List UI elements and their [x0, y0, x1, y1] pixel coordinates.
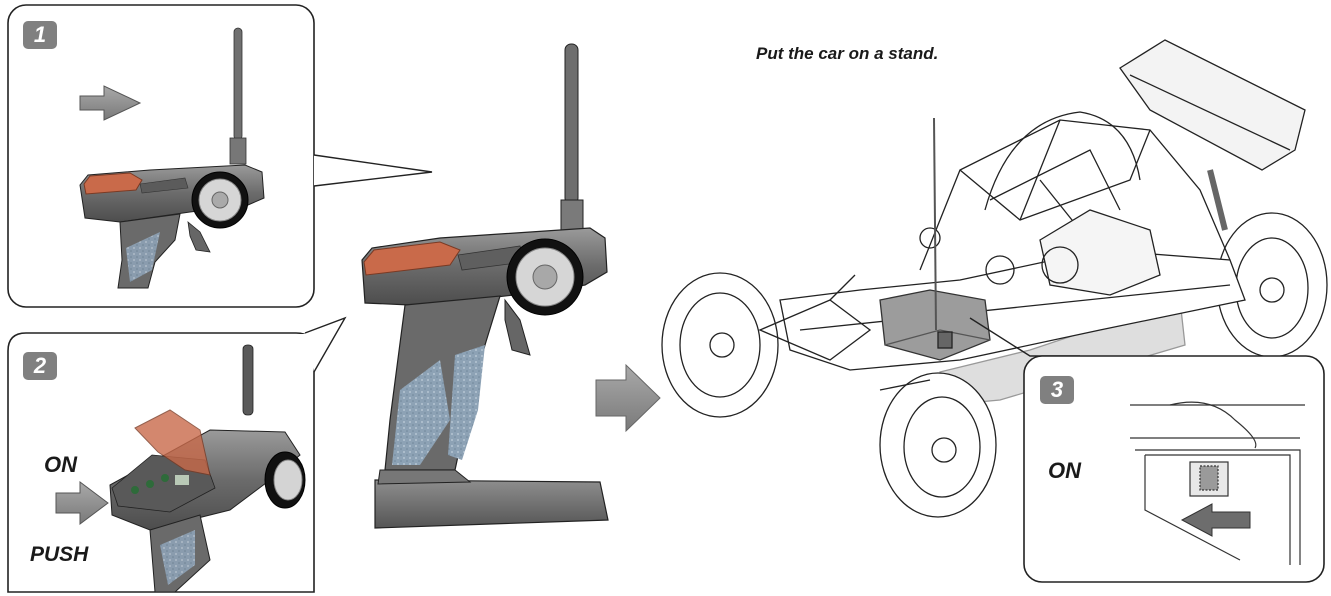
antenna-icon: [233, 27, 243, 141]
step-2-badge: 2: [23, 352, 57, 380]
switch-detail: [1130, 401, 1305, 565]
step-3-on-label: ON: [1048, 458, 1081, 483]
battery-cover-large-icon: [363, 241, 461, 276]
next-step-arrow-icon: [595, 363, 661, 433]
panel-3: [969, 317, 1325, 583]
panel-2-callout: [304, 316, 347, 373]
car-antenna-icon: [933, 117, 937, 331]
panel-1-callout: [313, 154, 433, 187]
panel-2: [7, 316, 347, 593]
step-2-on-label: ON: [44, 452, 77, 477]
switch-slider-icon: [1199, 465, 1219, 491]
open-battery-cover-icon: [134, 409, 211, 476]
step-3-badge: 3: [1040, 376, 1074, 404]
battery-cover-icon: [83, 172, 143, 195]
rear-wing-icon: [1119, 39, 1306, 171]
transmitter-large: [361, 43, 609, 529]
instruction-caption: Put the car on a stand.: [756, 44, 939, 63]
push-arrow-2-icon: [55, 481, 109, 525]
antenna-2-icon: [242, 344, 254, 416]
step-2-push-label: PUSH: [30, 543, 89, 566]
panel-1: [7, 4, 433, 308]
transmitter-small-2: [109, 344, 306, 593]
front-right-wheel-icon: [879, 372, 997, 518]
transmitter-small-1: [79, 27, 265, 289]
slide-left-arrow-icon: [1180, 503, 1251, 537]
step-1-badge: 1: [23, 21, 57, 49]
power-switch-icon: [937, 331, 953, 349]
buggy-car: [661, 39, 1328, 518]
push-arrow-icon: [79, 85, 142, 121]
front-left-wheel-icon: [661, 272, 779, 418]
panel-1-frame: [7, 4, 315, 308]
antenna-large-icon: [564, 43, 579, 205]
